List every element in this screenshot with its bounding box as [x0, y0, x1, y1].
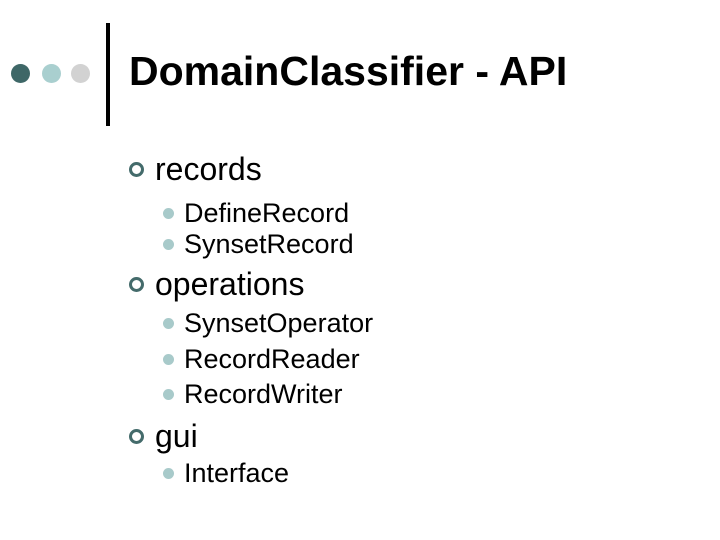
- sub-bullet-label: DefineRecord: [184, 197, 350, 228]
- sub-bullet-item-synsetrecord: SynsetRecord: [163, 229, 354, 259]
- ring-bullet-icon: [129, 161, 144, 177]
- sub-bullet-label: RecordWriter: [184, 378, 343, 409]
- bullet-label: gui: [155, 417, 198, 454]
- slide-title: DomainClassifier - API: [129, 48, 568, 94]
- decorative-dot-gray-icon: [71, 64, 90, 83]
- sub-bullet-item-definerecord: DefineRecord: [163, 198, 349, 228]
- title-divider-line: [106, 23, 110, 126]
- sub-bullet-item-recordreader: RecordReader: [163, 344, 360, 374]
- bullet-item-gui: gui: [129, 417, 198, 454]
- bullet-label: records: [155, 150, 262, 187]
- sub-bullet-label: SynsetOperator: [184, 307, 374, 338]
- dot-bullet-icon: [163, 467, 174, 479]
- decorative-dot-light-teal-icon: [42, 64, 61, 83]
- dot-bullet-icon: [163, 238, 174, 250]
- bullet-item-records: records: [129, 150, 262, 187]
- sub-bullet-label: SynsetRecord: [184, 228, 354, 259]
- ring-bullet-icon: [129, 428, 144, 444]
- sub-bullet-item-recordwriter: RecordWriter: [163, 379, 343, 409]
- sub-bullet-item-interface: Interface: [163, 458, 289, 488]
- dot-bullet-icon: [163, 207, 174, 219]
- sub-bullet-item-synsetoperator: SynsetOperator: [163, 308, 373, 338]
- dot-bullet-icon: [163, 388, 174, 400]
- sub-bullet-label: Interface: [184, 457, 290, 488]
- dot-bullet-icon: [163, 353, 174, 365]
- ring-bullet-icon: [129, 276, 144, 292]
- bullet-item-operations: operations: [129, 265, 305, 302]
- sub-bullet-label: RecordReader: [184, 343, 360, 374]
- decorative-dot-dark-teal-icon: [11, 64, 30, 83]
- bullet-label: operations: [155, 265, 305, 302]
- dot-bullet-icon: [163, 317, 174, 329]
